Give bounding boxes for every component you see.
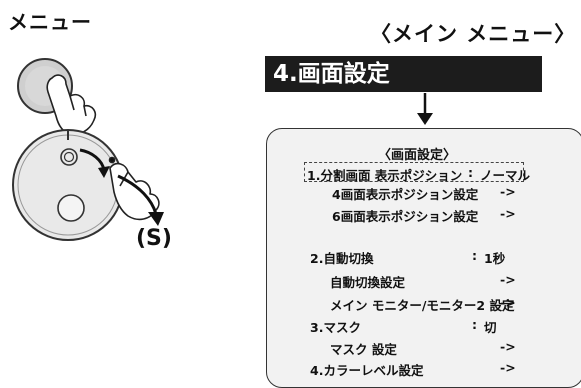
menu-button-label: メニュー <box>8 10 92 34</box>
menu-row-split-position[interactable]: 1.分割画面 表示ポジション <box>307 165 462 184</box>
down-arrow-icon <box>417 93 433 125</box>
row-label: 1.分割画面 表示ポジション <box>307 168 463 183</box>
menu-row-mask-settings[interactable]: マスク 設定 <box>330 342 397 357</box>
row-arrow: -> <box>500 360 516 375</box>
menu-row-auto-switch[interactable]: 2.自動切換 <box>310 251 374 266</box>
menu-row-color-level[interactable]: 4.カラーレベル設定 <box>310 363 424 378</box>
direction-label: (S) <box>136 226 172 251</box>
rotate-clockwise-arrow-icon <box>79 148 110 178</box>
menu-row-auto-switch-settings[interactable]: 自動切換設定 <box>330 275 406 290</box>
selection-cursor <box>304 162 524 182</box>
row-arrow: -> <box>500 295 516 310</box>
jog-dial[interactable] <box>12 129 124 241</box>
menu-row-mask[interactable]: 3.マスク <box>310 320 361 335</box>
row-separator: : <box>472 317 477 332</box>
row-value: 切 <box>484 320 497 335</box>
menu-row-6screen-position[interactable]: 6画面表示ポジション設定 <box>332 209 479 224</box>
main-menu-selected-item[interactable]: 4.画面設定 <box>265 56 542 92</box>
row-arrow: -> <box>500 184 516 199</box>
main-menu-title: 〈メイン メニュー〉 <box>370 22 577 46</box>
menu-row-4screen-position[interactable]: 4画面表示ポジション設定 <box>332 187 479 202</box>
pressing-hand-icon <box>46 74 97 136</box>
row-value: 1秒 <box>484 251 506 266</box>
swing-arrow-icon <box>117 174 164 226</box>
row-arrow: -> <box>500 206 516 221</box>
panel-title: 〈画面設定〉 <box>378 148 457 163</box>
row-separator: : <box>468 165 473 180</box>
row-arrow: -> <box>500 339 516 354</box>
row-separator: : <box>472 248 477 263</box>
controller-illustration <box>12 58 164 241</box>
row-arrow: -> <box>500 272 516 287</box>
menu-row-monitor-settings[interactable]: メイン モニター/モニター2 設定 <box>330 298 515 313</box>
row-value: ノーマル <box>480 168 531 183</box>
